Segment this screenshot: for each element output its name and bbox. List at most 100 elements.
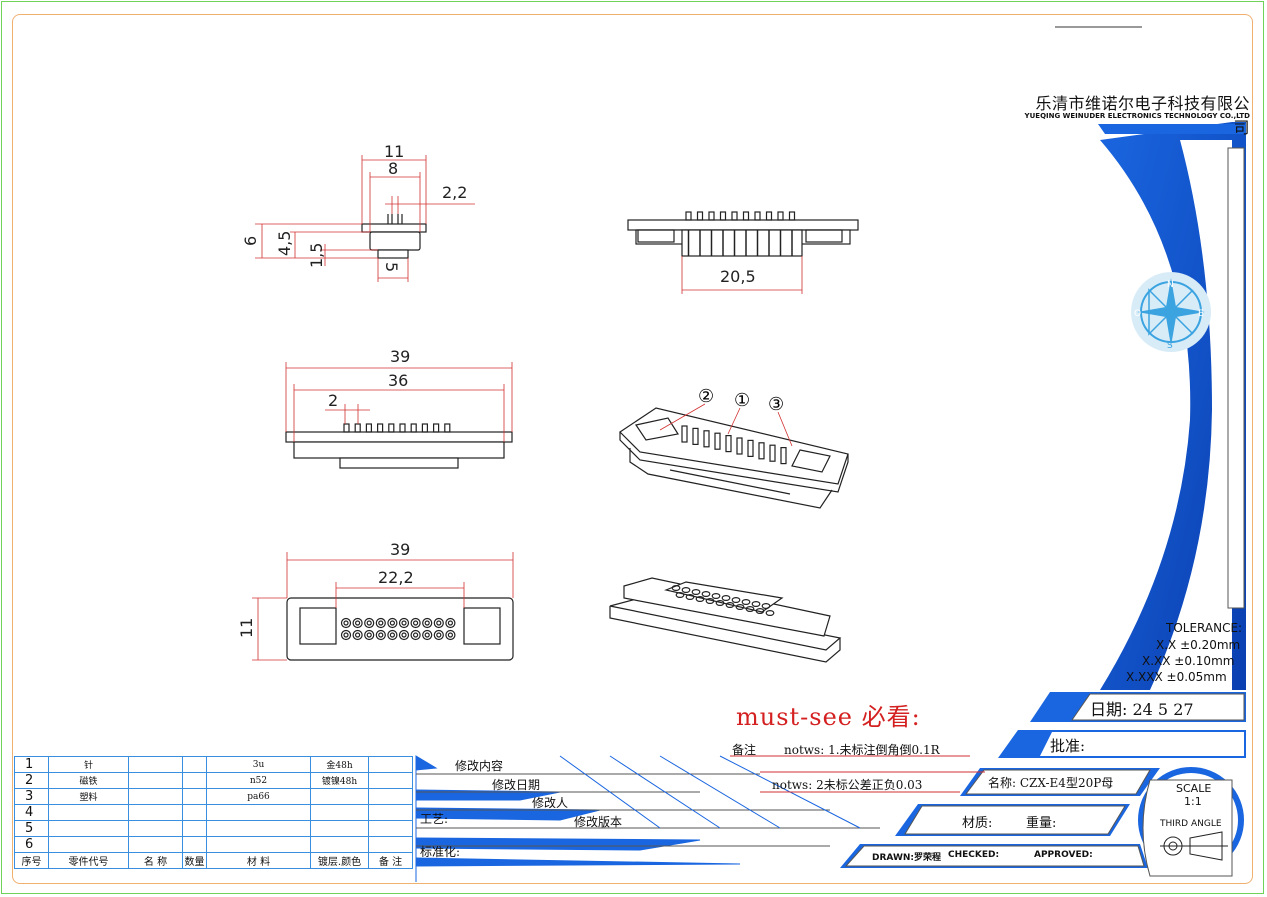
elevation-view <box>285 423 513 469</box>
bom-cell-code <box>48 820 129 837</box>
revision-date: 修改日期 <box>492 778 541 792</box>
iso2-pin <box>745 605 755 612</box>
dim-side-8: 8 <box>388 159 398 178</box>
dim-side-11: 11 <box>384 142 404 161</box>
front-view <box>627 211 859 257</box>
checked-field: CHECKED: <box>948 850 1000 860</box>
iso-callouts <box>659 403 793 447</box>
iso2-pin <box>765 609 775 616</box>
elevation-pin <box>399 423 406 433</box>
elevation-pin <box>433 423 440 433</box>
bom-row: 6 <box>14 836 413 853</box>
iso2-pin <box>715 599 725 606</box>
plan-pin-inner <box>413 632 419 638</box>
bom-header-material: 材 料 <box>206 852 311 869</box>
iso2-pin <box>741 598 751 605</box>
plan-pin-inner <box>343 620 349 626</box>
elevation-view-dims <box>285 362 513 442</box>
bom-cell-remark <box>368 772 413 789</box>
projection-label: THIRD ANGLE <box>1160 819 1222 829</box>
iso2-pin <box>705 597 715 604</box>
plan-pin-inner <box>378 620 384 626</box>
plan-pin-inner <box>447 620 453 626</box>
plan-pin-inner <box>366 632 372 638</box>
bom-header-qty: 数量 <box>182 852 207 869</box>
elevation-pin <box>343 423 350 433</box>
iso-pin <box>681 425 688 443</box>
plan-pin-inner <box>343 632 349 638</box>
bom-cell-qty <box>182 804 207 821</box>
bom-cell-code <box>48 836 129 853</box>
elevation-pin <box>365 423 372 433</box>
plan-pin <box>364 629 375 641</box>
plan-pin <box>422 617 433 629</box>
bom-header-remark: 备 注 <box>368 852 413 869</box>
bom-cell-no: 1 <box>14 756 49 773</box>
elevation-pin <box>354 423 361 433</box>
plan-pin <box>364 617 375 629</box>
plan-pin <box>445 629 456 641</box>
bom-header-no: 序号 <box>14 852 49 869</box>
callout-1: ① <box>734 390 750 411</box>
iso-pin <box>747 439 754 457</box>
bom-cell-plating: 金48h <box>310 756 369 773</box>
bom-row: 5 <box>14 820 413 837</box>
plan-pin <box>410 629 421 641</box>
dim-top-2: 2 <box>328 391 338 410</box>
dim-top-36: 36 <box>388 371 408 390</box>
iso2-pin <box>671 584 681 591</box>
callout-3: ③ <box>768 394 784 415</box>
material-field: 材质: <box>962 816 993 831</box>
bom-cell-material: n52 <box>206 772 311 789</box>
iso-pin <box>725 435 732 453</box>
plan-pin <box>375 617 386 629</box>
bom-cell-name <box>128 836 183 853</box>
weight-field: 重量: <box>1026 816 1057 831</box>
plan-pin-inner <box>355 632 361 638</box>
dim-side-4-5: 4,5 <box>275 231 294 256</box>
dim-plan-11: 11 <box>237 618 256 638</box>
front-pin <box>777 211 784 221</box>
plan-view <box>286 597 514 661</box>
bom-cell-code: 塑料 <box>48 788 129 805</box>
dim-front-20-5: 20,5 <box>720 267 756 286</box>
note-1: notws: 1.未标注倒角倒0.1R <box>784 743 940 757</box>
tolerance-line-1: X.X ±0.20mm <box>1156 638 1241 652</box>
elevation-pin <box>444 423 451 433</box>
iso2-pin <box>725 601 735 608</box>
inner-frame <box>12 14 1253 884</box>
must-see-heading: must-see 必看: <box>736 703 921 731</box>
plan-pin <box>445 617 456 629</box>
revision-version: 修改版本 <box>574 815 623 829</box>
elevation-pin <box>388 423 395 433</box>
iso2-pin <box>691 588 701 595</box>
plan-pin <box>340 629 352 641</box>
dim-plan-39: 39 <box>390 540 410 559</box>
revision-block <box>415 755 985 882</box>
iso2-pin <box>675 591 685 598</box>
note-2: notws: 2未标公差正负0.03 <box>772 778 923 792</box>
iso2-pin <box>681 586 691 593</box>
tolerance-line-2: X.XX ±0.10mm <box>1142 654 1235 668</box>
bom-cell-name <box>128 788 183 805</box>
plan-pin-inner <box>424 620 430 626</box>
plan-pin <box>387 617 398 629</box>
plan-pin <box>422 629 433 641</box>
bom-cell-plating <box>310 788 369 805</box>
plan-pin-inner <box>447 632 453 638</box>
bom-cell-material: 3u <box>206 756 311 773</box>
approved-field: APPROVED: <box>1034 850 1093 860</box>
plan-view-dims <box>252 552 514 661</box>
part-name-field: 名称: CZX-E4型20P母 <box>988 776 1114 790</box>
compass-s: S <box>1167 341 1173 351</box>
bom-cell-code: 磁铁 <box>48 772 129 789</box>
plan-pin <box>433 617 444 629</box>
plan-pin-inner <box>401 620 407 626</box>
plan-pin-inner <box>401 632 407 638</box>
plan-pin-inner <box>389 620 395 626</box>
plan-pin <box>398 629 410 641</box>
bom-header-row: 序号零件代号名 称数量材 料镀层.颜色备 注 <box>14 852 413 869</box>
